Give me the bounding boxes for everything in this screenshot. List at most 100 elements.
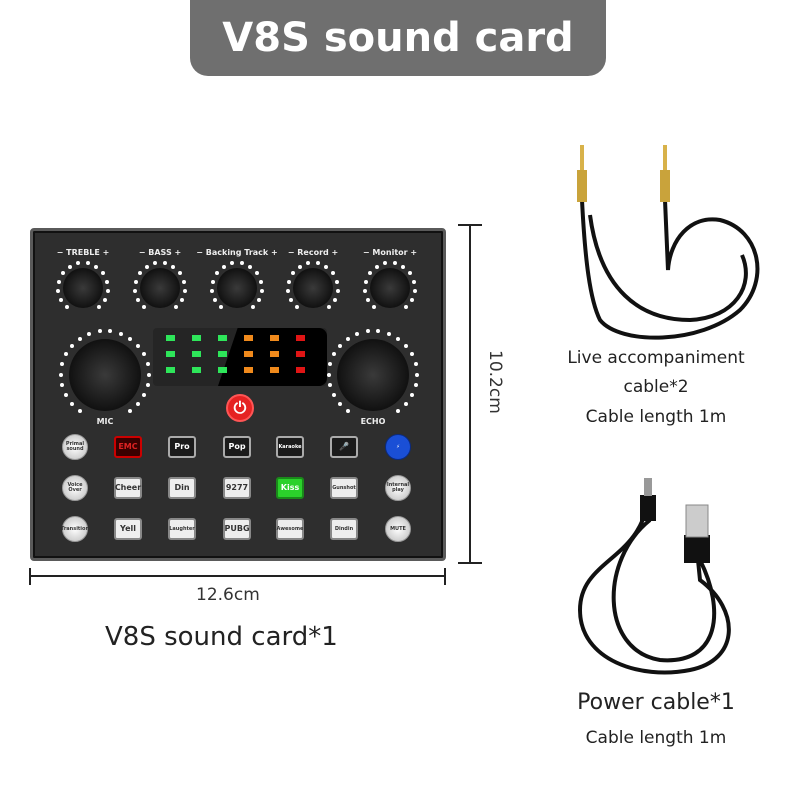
knob-indicator-dot bbox=[141, 305, 146, 310]
knob-indicator-dot bbox=[327, 372, 331, 377]
aux-caption-line1: Live accompaniment bbox=[567, 348, 745, 368]
level-led bbox=[270, 351, 279, 357]
effect-button: EMC bbox=[114, 436, 142, 458]
knob-indicator-dot bbox=[297, 264, 302, 269]
knob-indicator-dot bbox=[335, 289, 340, 293]
level-led bbox=[218, 367, 227, 373]
knob-indicator-dot bbox=[182, 289, 187, 293]
knob-indicator-dot bbox=[413, 362, 418, 367]
knob-record bbox=[293, 268, 333, 308]
knob-indicator-dot bbox=[145, 383, 150, 388]
level-led bbox=[166, 367, 175, 373]
knob-indicator-dot bbox=[142, 393, 147, 398]
knob-indicator-dot bbox=[178, 271, 183, 276]
knob-indicator-dot bbox=[248, 264, 253, 269]
knob-indicator-dot bbox=[255, 271, 260, 276]
level-led bbox=[192, 335, 201, 341]
knob-indicator-dot bbox=[412, 279, 417, 284]
knob-indicator-dot bbox=[105, 289, 110, 293]
knob-label: − Backing Track + bbox=[196, 248, 278, 257]
level-led bbox=[296, 335, 305, 341]
knob-indicator-dot bbox=[355, 331, 360, 336]
knob-indicator-dot bbox=[135, 343, 140, 348]
level-led bbox=[166, 335, 175, 341]
knob-indicator-dot bbox=[78, 336, 83, 341]
knob-indicator-dot bbox=[331, 393, 336, 398]
effect-button: Pro bbox=[168, 436, 196, 458]
power-length: Cable length 1m bbox=[585, 728, 727, 748]
effect-button: Voice Over bbox=[62, 475, 88, 501]
effect-button: ⚡ bbox=[385, 434, 411, 460]
level-led bbox=[270, 335, 279, 341]
knob-indicator-dot bbox=[346, 336, 351, 341]
knob-label: − TREBLE + bbox=[56, 248, 110, 257]
knob-indicator-dot bbox=[413, 383, 418, 388]
knob-indicator-dot bbox=[259, 289, 264, 293]
level-led bbox=[296, 367, 305, 373]
knob-indicator-dot bbox=[153, 261, 158, 266]
knob-indicator-dot bbox=[69, 401, 74, 406]
knob-indicator-dot bbox=[251, 305, 256, 310]
effect-button: 9277 bbox=[223, 477, 251, 499]
knob-indicator-dot bbox=[210, 289, 215, 293]
effect-button: Karaoke bbox=[276, 436, 304, 458]
knob-indicator-dot bbox=[404, 401, 409, 406]
knob-label: − BASS + bbox=[138, 248, 182, 257]
knob-indicator-dot bbox=[144, 264, 149, 269]
knob-indicator-dot bbox=[63, 393, 68, 398]
knob-indicator-dot bbox=[133, 289, 138, 293]
knob-indicator-dot bbox=[97, 329, 102, 334]
knob-indicator-dot bbox=[345, 409, 350, 414]
power-cable-image bbox=[577, 478, 731, 675]
height-dimension: 10.2cm bbox=[485, 350, 505, 414]
knob-backing-track bbox=[217, 268, 257, 308]
knob-indicator-dot bbox=[136, 297, 141, 302]
knob-indicator-dot bbox=[133, 279, 138, 284]
knob-indicator-dot bbox=[366, 297, 371, 302]
knob-indicator-dot bbox=[409, 297, 414, 302]
knob-indicator-dot bbox=[64, 352, 69, 357]
width-dimension: 12.6cm bbox=[196, 585, 260, 605]
knob-indicator-dot bbox=[410, 393, 415, 398]
effect-button: MUTE bbox=[385, 516, 411, 542]
knob-indicator-dot bbox=[256, 297, 261, 302]
level-led bbox=[218, 335, 227, 341]
knob-indicator-dot bbox=[332, 297, 337, 302]
knob-indicator-dot bbox=[162, 261, 167, 266]
knob-indicator-dot bbox=[306, 261, 311, 266]
power-caption: Power cable*1 bbox=[577, 690, 735, 715]
effect-button: Yell bbox=[114, 518, 142, 540]
knob-indicator-dot bbox=[87, 331, 92, 336]
knob-indicator-dot bbox=[324, 264, 329, 269]
knob-indicator-dot bbox=[60, 383, 65, 388]
level-led bbox=[270, 367, 279, 373]
knob-indicator-dot bbox=[56, 289, 61, 293]
knob-indicator-dot bbox=[70, 343, 75, 348]
knob-indicator-dot bbox=[315, 261, 320, 266]
knob-indicator-dot bbox=[67, 264, 72, 269]
knob-indicator-dot bbox=[289, 297, 294, 302]
knob-indicator-dot bbox=[290, 271, 295, 276]
knob-indicator-dot bbox=[94, 264, 99, 269]
knob-indicator-dot bbox=[338, 343, 343, 348]
effect-button: Dindin bbox=[330, 518, 358, 540]
effect-button: Din bbox=[168, 477, 196, 499]
mic-label: MIC bbox=[96, 417, 114, 426]
knob-indicator-dot bbox=[371, 305, 376, 310]
effect-button: Transition bbox=[61, 516, 89, 542]
level-led bbox=[166, 351, 175, 357]
knob-indicator-dot bbox=[102, 297, 107, 302]
knob-label: − Monitor + bbox=[362, 248, 418, 257]
knob-indicator-dot bbox=[367, 271, 372, 276]
knob-indicator-dot bbox=[56, 279, 61, 284]
knob-indicator-dot bbox=[331, 271, 336, 276]
level-led bbox=[192, 367, 201, 373]
title-banner: V8S sound card bbox=[190, 0, 606, 76]
knob-indicator-dot bbox=[412, 289, 417, 293]
knob-indicator-dot bbox=[76, 261, 81, 266]
effect-button: Pop bbox=[223, 436, 251, 458]
knob-indicator-dot bbox=[365, 329, 370, 334]
effect-button: Kiss bbox=[276, 477, 304, 499]
knob-indicator-dot bbox=[392, 261, 397, 266]
knob-indicator-dot bbox=[328, 362, 333, 367]
